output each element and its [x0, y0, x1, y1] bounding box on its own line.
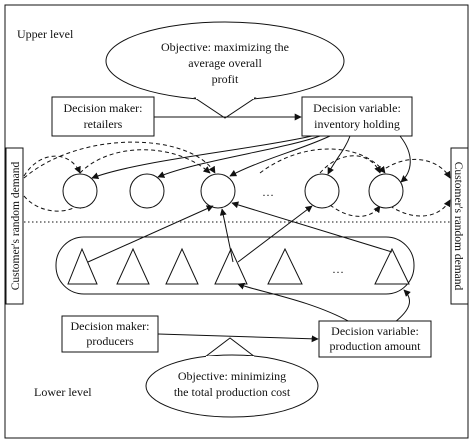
lower-decision-variable-line2: production amount — [330, 339, 422, 353]
producer-node-3 — [165, 247, 199, 285]
lower-maker-to-variable-arrow — [157, 333, 319, 343]
upper-decision-maker-box: Decision maker: retailers — [51, 96, 155, 137]
left-demand-label: Customer's random demand — [5, 147, 24, 305]
retailers-row — [62, 173, 404, 209]
upper-objective-line3: profit — [212, 72, 239, 86]
lower-objective-line1: Objective: minimizing — [178, 369, 286, 383]
lower-objective: Objective: minimizing the total producti… — [145, 337, 319, 418]
lower-objective-pointer — [203, 337, 257, 358]
retailer-node-1 — [62, 173, 98, 209]
production-arrows — [237, 282, 411, 323]
producer-node-1 — [67, 247, 98, 285]
upper-objective-pointer — [193, 97, 257, 119]
producer-node-5 — [267, 247, 303, 285]
producer-node-4 — [214, 247, 248, 285]
retailer-node-5 — [368, 173, 404, 209]
lower-decision-variable-line1: Decision variable: — [331, 324, 419, 338]
upper-objective-line1: Objective: maximizing the — [161, 40, 289, 54]
lower-level-label: Lower level — [34, 385, 92, 399]
retailer-node-2 — [129, 173, 165, 209]
producer-node-2 — [116, 247, 150, 285]
supply-arrows — [87, 201, 393, 263]
inventory-arrows — [91, 135, 411, 183]
lower-decision-maker-box: Decision maker: producers — [61, 315, 159, 353]
upper-objective: Objective: maximizing the average overal… — [105, 21, 345, 119]
lower-objective-line2: the total production cost — [174, 385, 291, 399]
retailer-node-4 — [304, 173, 340, 209]
right-demand-label: Customer's random demand — [450, 147, 469, 305]
upper-level-label: Upper level — [17, 27, 74, 41]
lower-decision-maker-line1: Decision maker: — [71, 319, 150, 333]
retailer-ellipsis: … — [262, 185, 274, 199]
upper-decision-maker-line1: Decision maker: — [64, 101, 143, 115]
upper-objective-line2: average overall — [188, 56, 262, 70]
upper-decision-variable-line2: inventory holding — [314, 117, 400, 131]
producers-row — [67, 247, 410, 285]
retailer-node-3 — [200, 173, 236, 209]
upper-decision-variable-line1: Decision variable: — [313, 101, 401, 115]
lower-objective-ellipse — [145, 354, 319, 418]
producer-node-6 — [374, 247, 410, 285]
lower-decision-maker-line2: producers — [86, 334, 134, 348]
producer-ellipsis: … — [332, 262, 344, 276]
upper-dashed-arcs — [23, 141, 451, 179]
upper-decision-maker-line2: retailers — [84, 117, 123, 131]
right-demand-text: Customer's random demand — [452, 162, 464, 291]
upper-decision-variable-box: Decision variable: inventory holding — [301, 96, 413, 137]
lower-decision-variable-box: Decision variable: production amount — [318, 320, 432, 358]
left-demand-text: Customer's random demand — [10, 161, 22, 290]
